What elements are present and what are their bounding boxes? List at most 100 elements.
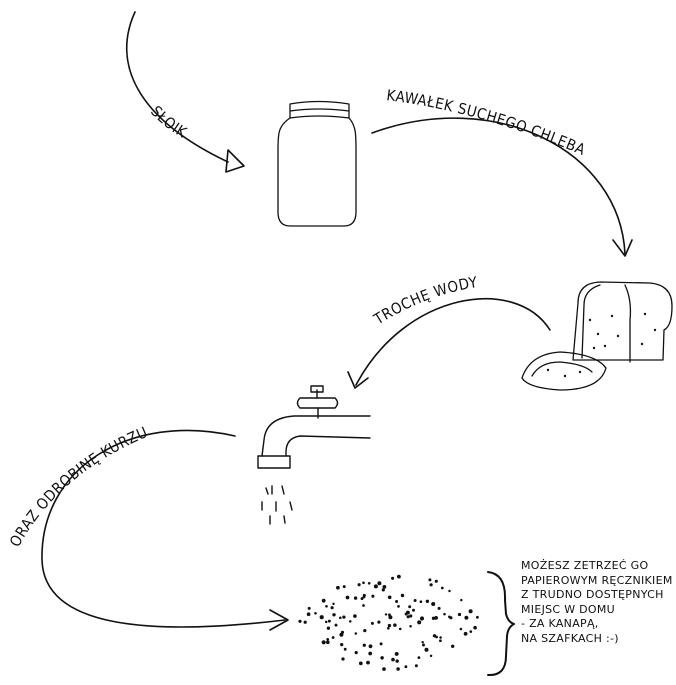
dust-speck xyxy=(396,667,400,671)
dust-speck xyxy=(417,656,420,659)
dust-speck xyxy=(327,627,330,630)
dust-speck xyxy=(473,626,477,630)
dust-note: MOŻESZ ZETRZEĆ GO PAPIEROWYM RĘCZNIKIEM … xyxy=(521,559,671,646)
dust-speck xyxy=(358,583,361,586)
dust-speck xyxy=(354,596,357,599)
dust-speck xyxy=(408,605,411,608)
dust-speck xyxy=(412,609,415,612)
dust-speck xyxy=(380,642,383,645)
dust-speck xyxy=(433,634,436,637)
dust-speck xyxy=(431,602,435,606)
dust-speck xyxy=(382,585,386,589)
dust-speck xyxy=(441,587,444,590)
dust-speck xyxy=(304,621,307,624)
dust-speck xyxy=(397,605,400,608)
dust-speck xyxy=(391,658,395,662)
note-line: NA SZAFKACH :-) xyxy=(521,632,671,647)
dust-speck xyxy=(406,611,410,615)
dust-speck xyxy=(326,640,330,644)
dust-speck xyxy=(322,599,326,603)
dust-speck xyxy=(332,636,335,639)
dust-speck xyxy=(443,613,446,616)
dust-speck xyxy=(343,585,346,588)
dust-speck xyxy=(322,640,326,644)
dust-speck xyxy=(335,624,338,627)
dust-speck xyxy=(342,615,345,618)
label-dust: ORAZ ODROBINĘ KURZU xyxy=(6,423,151,550)
dust-speck xyxy=(355,632,358,635)
dust-speck xyxy=(458,613,461,616)
dust-speck xyxy=(460,628,463,631)
dust-speck xyxy=(341,657,344,660)
dust-speck xyxy=(377,621,380,624)
jar-icon xyxy=(278,102,356,227)
arrow-head-jar xyxy=(226,150,244,172)
dust-speck xyxy=(325,605,328,608)
dust-speck xyxy=(326,638,329,641)
dust-speck xyxy=(307,612,311,616)
dust-speck xyxy=(332,603,334,605)
dust-speck xyxy=(415,664,418,667)
dust-speck xyxy=(366,661,370,665)
dust-speck xyxy=(320,615,324,619)
dust-speck xyxy=(331,606,334,609)
note-line: Z TRUDNO DOSTĘPNYCH xyxy=(521,588,671,603)
dust-speck xyxy=(451,645,454,648)
note-line: PAPIEROWYM RĘCZNIKIEM xyxy=(521,574,671,589)
dust-speck xyxy=(439,639,442,642)
note-line: MOŻESZ ZETRZEĆ GO xyxy=(521,559,671,574)
dust-speck xyxy=(418,620,421,623)
dust-speck xyxy=(339,617,342,620)
dust-speck xyxy=(332,613,335,616)
dust-speck xyxy=(421,641,423,643)
dust-speck xyxy=(422,644,425,647)
dust-speck xyxy=(448,590,450,592)
note-line: - ZA KANAPĄ, xyxy=(521,617,671,632)
label-bread: KAWAŁEK SUCHEGO CHLEBA xyxy=(385,86,588,159)
dust-speck xyxy=(325,621,328,624)
dust-speck xyxy=(414,599,417,602)
dust-speck xyxy=(464,632,468,636)
arrow-to-bread xyxy=(372,118,625,254)
dust-speck xyxy=(371,595,374,598)
note-line: MIEJSC W DOMU xyxy=(521,603,671,618)
dust-speck xyxy=(336,586,340,590)
dust-speck xyxy=(328,620,331,623)
dust-speck xyxy=(399,628,402,631)
arrow-head-bread xyxy=(613,240,632,256)
dust-speck xyxy=(469,630,472,633)
dust-speck xyxy=(404,665,407,668)
dust-speck xyxy=(374,584,378,588)
note-brace xyxy=(488,572,514,675)
dust-speck xyxy=(371,622,374,625)
dust-speck xyxy=(409,625,412,628)
dust-speck xyxy=(339,633,343,637)
dust-speck xyxy=(401,594,404,597)
dust-speck xyxy=(362,604,365,607)
dust-speck xyxy=(476,616,479,619)
label-jar: SŁOIK xyxy=(147,102,191,142)
dust-speck xyxy=(439,636,442,639)
dust-speck xyxy=(363,629,366,632)
dust-speck xyxy=(397,575,401,579)
dust-speck xyxy=(353,614,357,618)
dust-speck xyxy=(380,656,383,659)
dust-speck xyxy=(369,644,373,648)
dust-speck xyxy=(432,617,435,620)
dust-speck xyxy=(388,613,391,616)
dust-icon xyxy=(298,575,478,671)
dust-speck xyxy=(308,607,311,610)
dust-speck xyxy=(349,620,352,623)
dust-speck xyxy=(363,644,366,647)
dust-speck xyxy=(426,600,429,603)
dust-speck xyxy=(464,616,468,620)
dust-speck xyxy=(388,596,392,600)
dust-speck xyxy=(409,614,412,617)
dust-speck xyxy=(388,624,391,627)
dust-speck xyxy=(396,659,399,662)
dust-speck xyxy=(395,600,398,603)
dust-speck xyxy=(430,655,432,657)
dust-speck xyxy=(377,581,381,585)
dust-speck xyxy=(448,616,451,619)
dust-speck xyxy=(428,578,431,581)
